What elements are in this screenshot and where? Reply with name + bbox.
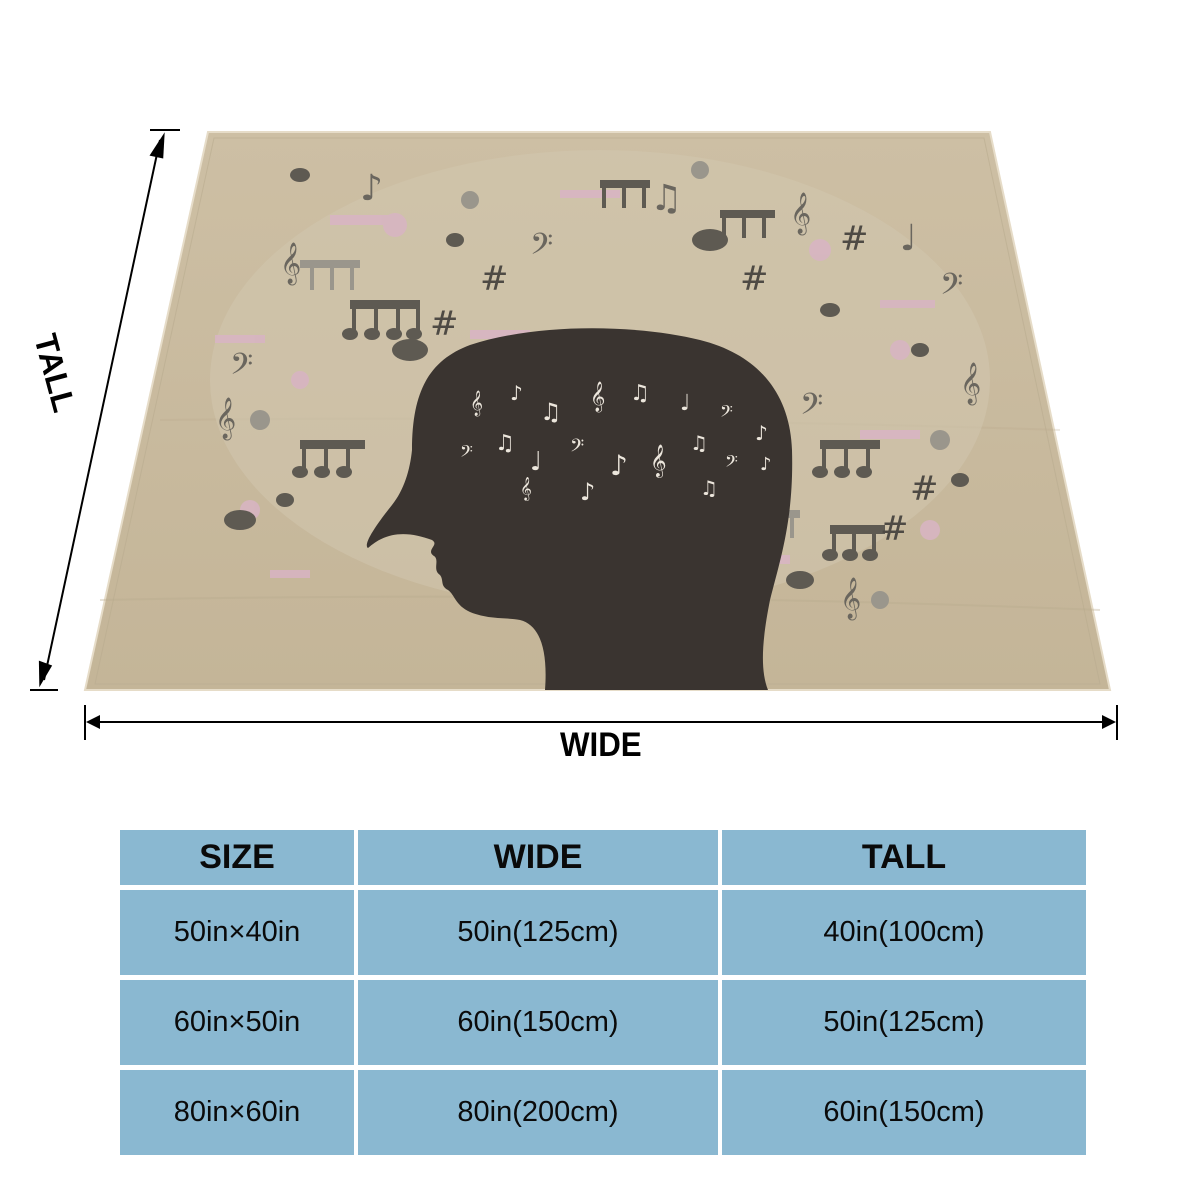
svg-text:#: #: [480, 259, 509, 299]
svg-text:𝄢: 𝄢: [720, 401, 733, 425]
head-silhouette: [366, 328, 793, 690]
size-cell: 80in×60in: [120, 1070, 354, 1155]
size-cell: 60in×50in: [120, 980, 354, 1065]
svg-text:#: #: [880, 509, 909, 549]
wide-label: WIDE: [560, 726, 642, 764]
brain-notes: 𝄞♪ ♫𝄞 ♫♩ 𝄢♪ 𝄢♫ ♩𝄢 ♪𝄞 ♫𝄢 ♪♪ 𝄞♫: [460, 381, 772, 506]
svg-text:♫: ♫: [540, 398, 562, 426]
tall-cell: 40in(100cm): [722, 890, 1086, 975]
svg-text:𝄢: 𝄢: [230, 348, 253, 389]
svg-text:♫: ♫: [690, 431, 708, 455]
wide-cell: 80in(200cm): [358, 1070, 718, 1155]
svg-text:♪: ♪: [360, 168, 383, 209]
svg-text:𝄞: 𝄞: [960, 362, 981, 405]
svg-text:𝄢: 𝄢: [570, 436, 584, 461]
svg-text:♪: ♪: [610, 449, 628, 482]
header-wide: WIDE: [358, 830, 718, 885]
svg-text:𝄞: 𝄞: [840, 577, 861, 620]
size-cell: 50in×40in: [120, 890, 354, 975]
svg-text:♩: ♩: [680, 391, 690, 416]
svg-text:#: #: [840, 219, 869, 259]
table-row: 50in×40in 50in(125cm) 40in(100cm): [120, 890, 1086, 975]
svg-text:𝄢: 𝄢: [460, 441, 473, 465]
svg-text:𝄞: 𝄞: [470, 390, 483, 416]
svg-text:𝄞: 𝄞: [590, 381, 605, 413]
table-row: 80in×60in 80in(200cm) 60in(150cm): [120, 1070, 1086, 1155]
svg-text:𝄞: 𝄞: [650, 444, 667, 478]
svg-text:𝄢: 𝄢: [725, 451, 738, 475]
wide-cell: 50in(125cm): [358, 890, 718, 975]
svg-text:𝄞: 𝄞: [790, 192, 811, 235]
svg-text:#: #: [430, 304, 459, 344]
header-tall: TALL: [722, 830, 1086, 885]
svg-text:𝄞: 𝄞: [520, 476, 532, 501]
svg-text:♪: ♪: [510, 381, 523, 405]
svg-text:𝄢: 𝄢: [530, 228, 553, 269]
svg-text:♫: ♫: [700, 476, 718, 500]
svg-text:#: #: [740, 259, 769, 299]
tall-cell: 60in(150cm): [722, 1070, 1086, 1155]
svg-text:𝄢: 𝄢: [800, 388, 823, 429]
svg-text:♫: ♫: [495, 431, 515, 456]
svg-text:♪: ♪: [580, 478, 595, 506]
svg-text:♪: ♪: [755, 421, 768, 445]
tall-cell: 50in(125cm): [722, 980, 1086, 1065]
svg-text:♩: ♩: [530, 447, 542, 477]
svg-text:#: #: [910, 469, 939, 509]
tall-dimension-arrow: [30, 129, 180, 691]
table-header-row: SIZE WIDE TALL: [120, 830, 1086, 885]
svg-text:♪: ♪: [760, 454, 772, 475]
svg-text:♩: ♩: [900, 218, 917, 259]
svg-text:𝄢: 𝄢: [940, 268, 963, 309]
blanket-illustration: ### ### 𝄞𝄞𝄞 𝄞𝄞𝄢 𝄢𝄢𝄢 ♫♪♩ 𝄞♪ ♫𝄞 ♫♩ 𝄢♪ 𝄢♫ ♩…: [30, 129, 1118, 740]
wide-cell: 60in(150cm): [358, 980, 718, 1065]
svg-text:♫: ♫: [650, 178, 682, 219]
header-size: SIZE: [120, 830, 354, 885]
table-row: 60in×50in 60in(150cm) 50in(125cm): [120, 980, 1086, 1065]
svg-text:♫: ♫: [630, 381, 650, 406]
svg-text:𝄞: 𝄞: [215, 397, 236, 440]
svg-text:𝄞: 𝄞: [280, 242, 301, 285]
size-chart-table: SIZE WIDE TALL 50in×40in 50in(125cm) 40i…: [120, 830, 1086, 1155]
wide-dimension-arrow: [84, 705, 1118, 740]
